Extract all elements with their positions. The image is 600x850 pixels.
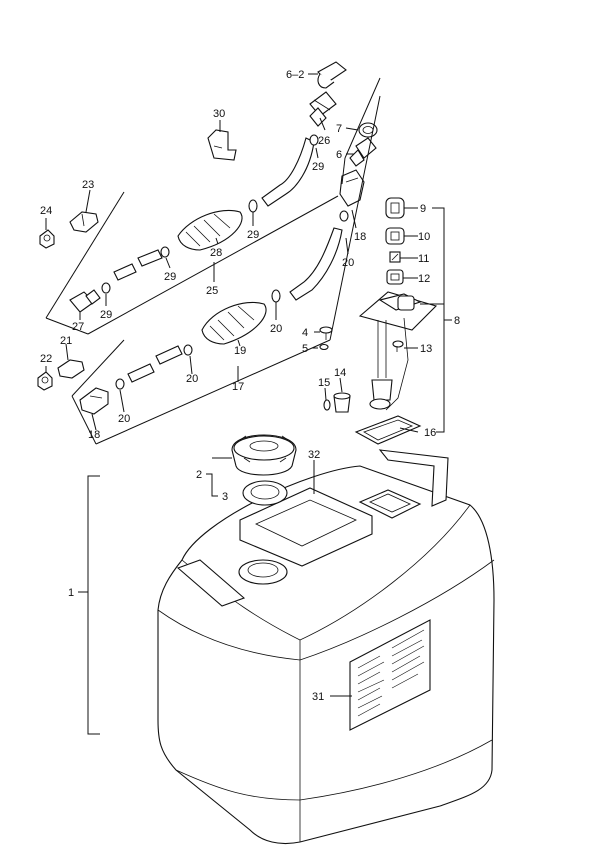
callout-10: 10 xyxy=(418,231,430,243)
callout-32: 32 xyxy=(308,449,320,461)
callout-6-2: 6–2 xyxy=(286,69,304,81)
callout-25: 25 xyxy=(206,285,218,297)
lower-hose-assembly xyxy=(79,210,349,415)
callout-20-left: 20 xyxy=(118,413,130,425)
fitting-21 xyxy=(57,359,85,379)
callout-31: 31 xyxy=(312,691,324,703)
nut-22 xyxy=(37,371,53,391)
callout-29-bulb: 29 xyxy=(247,229,259,241)
callout-29-top: 29 xyxy=(312,161,324,173)
callout-29-mid: 29 xyxy=(164,271,176,283)
callout-8: 8 xyxy=(454,315,460,327)
callout-20-bulb: 20 xyxy=(270,323,282,335)
callout-26: 26 xyxy=(318,135,330,147)
screw-13 xyxy=(392,340,404,352)
connector-6 xyxy=(349,137,377,167)
callout-3: 3 xyxy=(222,491,228,503)
callout-28: 28 xyxy=(210,247,222,259)
nut-15 xyxy=(323,399,331,411)
callout-11: 11 xyxy=(418,253,429,265)
callout-19: 19 xyxy=(234,345,246,357)
callout-18-upper: 18 xyxy=(354,231,366,243)
callout-22: 22 xyxy=(40,353,52,365)
callout-6: 6 xyxy=(336,149,342,161)
nut-24 xyxy=(39,229,55,249)
callout-27: 27 xyxy=(72,321,84,333)
callout-20-upper: 20 xyxy=(342,257,354,269)
callout-5: 5 xyxy=(302,343,308,355)
callout-20-mid: 20 xyxy=(186,373,198,385)
fitting-23 xyxy=(69,211,99,233)
grommet-14 xyxy=(333,392,351,413)
callout-9: 9 xyxy=(420,203,426,215)
hose-clip-30 xyxy=(207,129,237,161)
connector-6-2 xyxy=(317,61,347,89)
fuel-tank xyxy=(157,449,495,845)
gauge-window-stack xyxy=(385,197,405,285)
callout-13: 13 xyxy=(420,343,432,355)
cap-gasket xyxy=(242,480,288,506)
upper-hose-assembly xyxy=(69,134,319,313)
callout-24: 24 xyxy=(40,205,52,217)
callout-16: 16 xyxy=(424,427,436,439)
callout-30: 30 xyxy=(213,108,225,120)
callout-17: 17 xyxy=(232,381,244,393)
callout-29-left: 29 xyxy=(100,309,112,321)
callout-14: 14 xyxy=(334,367,346,379)
connector-26 xyxy=(309,91,337,127)
callout-labels: 6–2 30 7 26 6 29 23 24 9 29 18 10 28 29 … xyxy=(40,69,460,703)
callout-15: 15 xyxy=(318,377,330,389)
callout-23: 23 xyxy=(82,179,94,191)
callout-21: 21 xyxy=(60,335,72,347)
callout-1: 1 xyxy=(68,587,74,599)
fuel-gauge-assembly xyxy=(354,291,438,445)
callout-18-lower: 18 xyxy=(88,429,100,441)
tank-fitting-18-upper xyxy=(339,169,365,207)
leader-lines xyxy=(45,73,452,735)
callout-2: 2 xyxy=(196,469,202,481)
callout-4: 4 xyxy=(302,327,308,339)
fuel-cap xyxy=(231,434,297,476)
warning-label xyxy=(349,619,431,731)
washer-5 xyxy=(319,343,329,351)
callout-12: 12 xyxy=(418,273,430,285)
callout-7: 7 xyxy=(336,123,342,135)
